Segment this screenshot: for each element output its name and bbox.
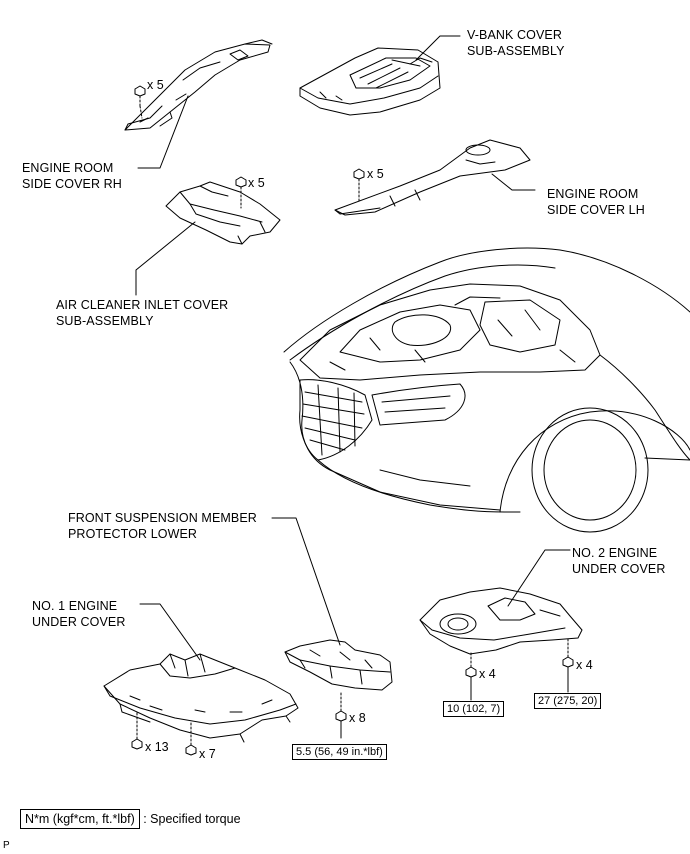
count-no1-left-bolts: x 13 — [145, 740, 169, 754]
engine-room-side-cover-rh — [124, 39, 273, 131]
figure-code: P — [3, 840, 10, 851]
label-line: NO. 2 ENGINE — [572, 546, 658, 560]
label-line: FRONT SUSPENSION MEMBER — [68, 511, 257, 525]
count-no2-right-bolts: x 4 — [576, 658, 593, 672]
air-cleaner-inlet-cover-sub-assembly — [165, 176, 281, 245]
label-line: V-BANK COVER — [467, 28, 562, 42]
leader-side-cover-lh — [491, 173, 536, 191]
label-v-bank-cover: V-BANK COVER SUB-ASSEMBLY — [467, 27, 565, 59]
label-line: UNDER COVER — [32, 615, 126, 629]
leader-air-cleaner — [135, 221, 196, 296]
label-line: NO. 1 ENGINE — [32, 599, 118, 613]
v-bank-cover-sub-assembly — [299, 47, 441, 116]
front-suspension-member-protector-lower — [284, 639, 393, 739]
torque-no2-left: 10 (102, 7) — [443, 701, 505, 717]
label-line: UNDER COVER — [572, 562, 666, 576]
no2-engine-under-cover — [419, 587, 583, 701]
count-protector-bolts: x 8 — [349, 711, 366, 725]
label-line: SIDE COVER LH — [547, 203, 645, 217]
vehicle-front-illustration — [283, 247, 690, 533]
label-line: SIDE COVER RH — [22, 177, 122, 191]
label-no2-under-cover: NO. 2 ENGINE UNDER COVER — [572, 545, 665, 577]
count-no2-left-bolts: x 4 — [479, 667, 496, 681]
no1-engine-under-cover — [103, 653, 299, 756]
label-line: PROTECTOR LOWER — [68, 527, 198, 541]
engine-room-side-cover-lh — [334, 139, 531, 216]
label-no1-under-cover: NO. 1 ENGINE UNDER COVER — [32, 598, 125, 630]
label-line: ENGINE ROOM — [547, 187, 639, 201]
legend-unit-box: N*m (kgf*cm, ft.*lbf) — [20, 809, 140, 829]
count-lh-cover-bolts: x 5 — [367, 167, 384, 181]
legend-description: : Specified torque — [143, 812, 241, 826]
leader-no1-under-cover — [139, 603, 201, 661]
label-side-cover-rh: ENGINE ROOM SIDE COVER RH — [22, 160, 122, 192]
leader-side-cover-rh — [137, 95, 189, 169]
leader-front-suspension — [271, 517, 341, 646]
count-air-cleaner-bolts: x 5 — [248, 176, 265, 190]
torque-no2-right: 27 (275, 20) — [534, 693, 602, 709]
label-line: AIR CLEANER INLET COVER — [56, 298, 229, 312]
count-no1-right-bolts: x 7 — [199, 747, 216, 761]
torque-legend: N*m (kgf*cm, ft.*lbf) : Specified torque — [20, 809, 241, 829]
torque-protector: 5.5 (56, 49 in.*lbf) — [292, 744, 387, 760]
leader-no2-under-cover — [507, 549, 571, 607]
count-rh-cover-bolts: x 5 — [147, 78, 164, 92]
label-line: ENGINE ROOM — [22, 161, 114, 175]
label-front-suspension-protector: FRONT SUSPENSION MEMBER PROTECTOR LOWER — [68, 510, 257, 542]
leader-v-bank-cover — [415, 35, 461, 61]
label-air-cleaner-inlet-cover: AIR CLEANER INLET COVER SUB-ASSEMBLY — [56, 297, 228, 329]
label-line: SUB-ASSEMBLY — [467, 44, 565, 58]
label-line: SUB-ASSEMBLY — [56, 314, 154, 328]
label-side-cover-lh: ENGINE ROOM SIDE COVER LH — [547, 186, 645, 218]
